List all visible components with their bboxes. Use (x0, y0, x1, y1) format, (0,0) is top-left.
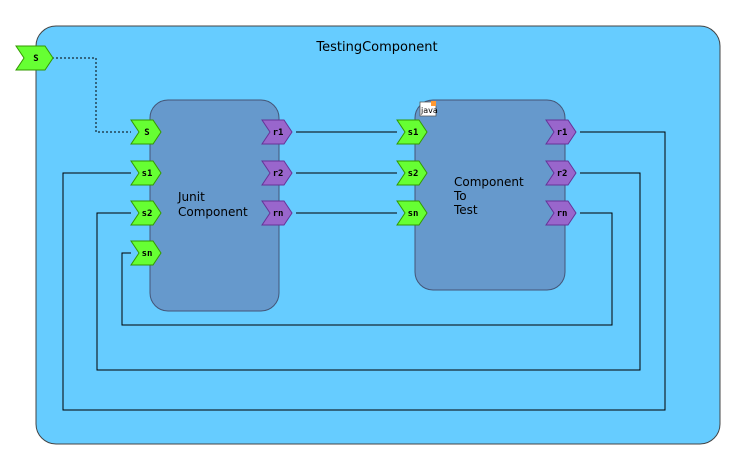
java-file-icon: java (419, 101, 438, 117)
port-label: s2 (142, 209, 153, 219)
port-junit-r2[interactable]: r2 (261, 160, 293, 186)
port-junit-s[interactable]: S (130, 119, 162, 145)
port-label: s2 (408, 169, 419, 179)
junit-label-line-2: Component (178, 205, 248, 219)
testing-component-container[interactable] (35, 25, 721, 445)
container-title: TestingComponent (315, 40, 437, 55)
outer-port-s[interactable]: S (15, 45, 54, 71)
port-under-test-r1[interactable]: r1 (545, 119, 577, 145)
port-under-test-r2[interactable]: r2 (545, 160, 577, 186)
java-badge-label: java (420, 106, 438, 115)
cut-label-line-3: Test (453, 203, 478, 217)
component-under-test-label: Component To Test (453, 175, 528, 217)
port-label: rn (557, 209, 568, 219)
port-label: s1 (408, 128, 419, 138)
wire-cut-r1-to-junit-s1 (62, 131, 666, 411)
junit-label-line-1: Junit (177, 190, 205, 204)
port-junit-s2[interactable]: s2 (130, 200, 162, 226)
port-label: r1 (557, 128, 568, 138)
port-label: S (144, 128, 149, 138)
port-label: r2 (273, 169, 284, 179)
cut-label-line-1: Component (454, 175, 524, 189)
wire-cut-rn-to-junit-sn (121, 212, 613, 326)
port-under-test-s1[interactable]: s1 (396, 119, 428, 145)
port-label: r2 (557, 169, 568, 179)
component-ports: Ss1 s2 sn r1 r2 rn s1 s2 sn r1 r2 rn (130, 119, 577, 266)
wires (52, 57, 666, 411)
wire-outer-s-to-junit-s (52, 57, 131, 133)
port-junit-s1[interactable]: s1 (130, 160, 162, 186)
wire-cut-r2-to-junit-s2 (96, 172, 641, 371)
port-label: sn (142, 249, 153, 259)
port-junit-rn[interactable]: rn (261, 200, 293, 226)
cut-label-line-2: To (453, 189, 467, 203)
junit-component-label: Junit Component (177, 190, 248, 219)
component-under-test-box[interactable] (414, 99, 566, 291)
port-under-test-rn[interactable]: rn (545, 200, 577, 226)
port-under-test-sn[interactable]: sn (396, 200, 428, 226)
port-label: s1 (142, 169, 153, 179)
port-under-test-s2[interactable]: s2 (396, 160, 428, 186)
port-label: r1 (273, 128, 284, 138)
port-label: sn (408, 209, 419, 219)
port-label: rn (273, 209, 284, 219)
port-junit-sn[interactable]: sn (130, 240, 162, 266)
outer-port-s-label: S (33, 54, 38, 64)
port-junit-r1[interactable]: r1 (261, 119, 293, 145)
